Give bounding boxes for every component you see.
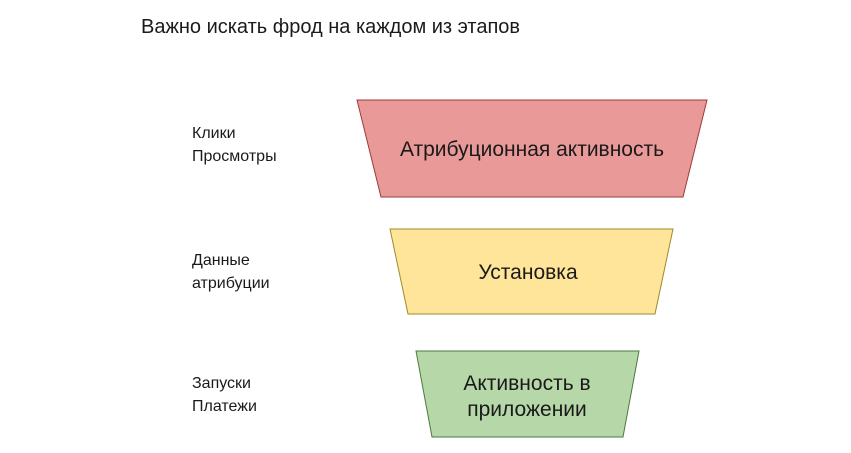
stage-2-metrics-label: Данные атрибуции bbox=[192, 249, 270, 295]
stage-1-metric-line-2: Просмотры bbox=[192, 148, 277, 165]
stage-1-metrics-label: Клики Просмотры bbox=[192, 122, 277, 168]
stage-3-metrics-label: Запуски Платежи bbox=[192, 372, 257, 418]
stage-2-metric-line-2: атрибуции bbox=[192, 275, 270, 292]
diagram-title: Важно искать фрод на каждом из этапов bbox=[141, 16, 521, 38]
funnel-stage-1: Атрибуционная активность bbox=[356, 99, 708, 198]
funnel-stage-1-shape bbox=[356, 99, 708, 198]
funnel-stage-2-text: Установка bbox=[478, 261, 578, 284]
stage-1-metric-line-1: Клики bbox=[192, 125, 236, 142]
funnel-stage-3-text-line-1: Активность в bbox=[463, 372, 590, 395]
stage-3-metric-line-2: Платежи bbox=[192, 398, 257, 415]
funnel-stage-2-shape bbox=[389, 228, 674, 315]
funnel-stage-3-text-line-2: приложении bbox=[467, 398, 587, 421]
stage-2-metric-line-1: Данные bbox=[192, 252, 250, 269]
funnel-stage-1-text: Атрибуционная активность bbox=[400, 138, 664, 161]
funnel-stage-2: Установка bbox=[389, 228, 674, 315]
funnel-stage-3: Активность в приложении bbox=[415, 350, 640, 438]
stage-3-metric-line-1: Запуски bbox=[192, 375, 251, 392]
funnel-stage-3-shape bbox=[415, 350, 640, 438]
